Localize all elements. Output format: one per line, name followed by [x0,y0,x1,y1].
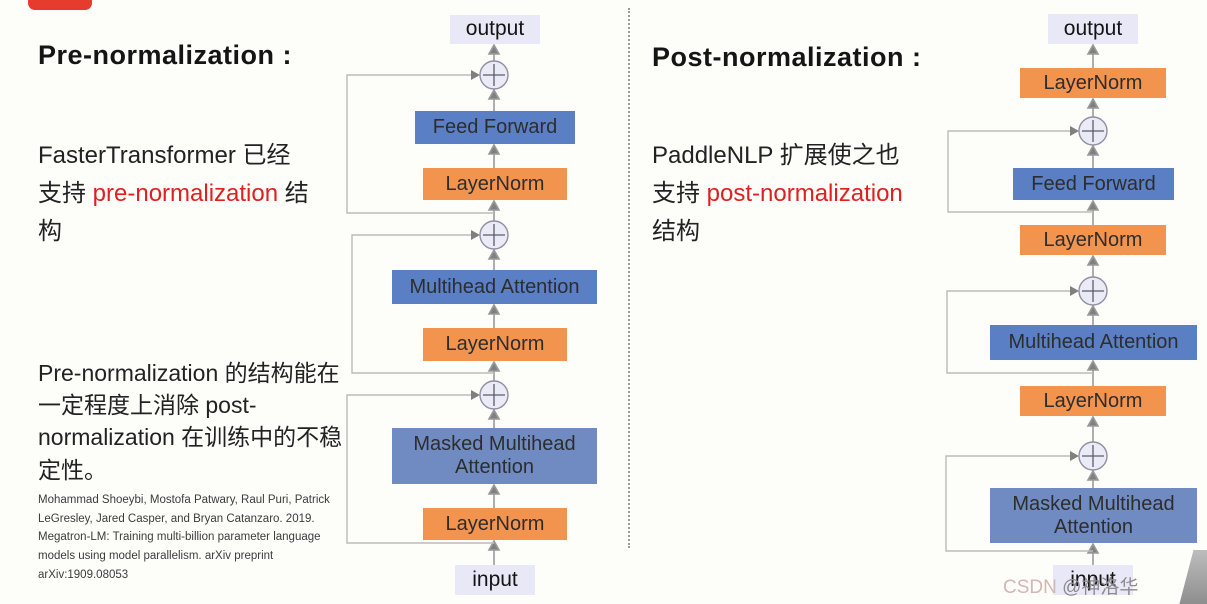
add-icon [479,60,509,90]
post-layernorm-block-top: LayerNorm [1020,68,1166,98]
pre-benefit-paragraph: Pre-normalization 的结构能在一定程度上消除 post-norm… [38,360,343,483]
post-layernorm-block-lower-middle: LayerNorm [1020,386,1166,416]
post-masked-multihead-attention-block: Masked Multihead Attention [990,488,1197,543]
post-support-highlight: post-normalization [706,179,903,207]
pre-layernorm-block-top: LayerNorm [423,168,567,200]
pre-support-paragraph: FasterTransformer 已经支持 pre-normalization… [38,137,310,251]
add-icon [479,380,509,410]
pre-input-label: input [455,565,535,595]
post-input-label: input [1053,565,1133,595]
post-multihead-attention-block: Multihead Attention [990,325,1197,360]
pre-skip-connections [346,74,494,544]
add-icon [479,220,509,250]
post-feed-forward-block: Feed Forward [1013,168,1174,200]
post-normalization-title: Post-normalization : [652,42,922,72]
pre-support-highlight: pre-normalization [92,179,279,207]
post-skip-arrowheads [1070,126,1079,461]
post-layernorm-block-upper-middle: LayerNorm [1020,225,1166,255]
watermark-user: @神洛华 [1062,577,1139,598]
pre-output-label: output [450,15,540,44]
post-support-suffix: 结构 [652,217,700,245]
pre-masked-multihead-attention-block: Masked Multihead Attention [392,428,597,484]
pre-support-suffix: 结构 [38,179,309,245]
pre-diagram-connectors [487,43,501,565]
post-support-paragraph: PaddleNLP 扩展使之也支持 post-normalization 结构 [652,137,904,251]
post-diagram-connectors [1086,43,1100,565]
pre-residual-add-icons [479,60,509,410]
pre-layernorm-block-middle: LayerNorm [423,328,567,361]
watermark: CSDN @神洛华 [1003,572,1138,599]
pre-support-prefix: FasterTransformer 已经支持 [38,142,291,207]
citation-text: Mohammad Shoeybi, Mostofa Patwary, Raul … [38,494,330,581]
post-output-label: output [1048,14,1138,44]
pre-skip-arrowheads [471,70,480,400]
section-divider [628,8,630,548]
pre-feed-forward-block: Feed Forward [415,111,575,144]
post-residual-add-icons [1078,116,1108,471]
watermark-brand: CSDN [1003,577,1057,598]
pre-normalization-title: Pre-normalization : [38,40,293,70]
post-skip-connections [945,130,1093,552]
red-badge [28,0,92,10]
post-support-prefix: PaddleNLP 扩展使之也支持 [652,142,900,207]
pre-multihead-attention-block: Multihead Attention [392,270,597,304]
add-icon [1078,441,1108,471]
add-icon [1078,116,1108,146]
add-icon [1078,276,1108,306]
pre-layernorm-block-bottom: LayerNorm [423,508,567,540]
